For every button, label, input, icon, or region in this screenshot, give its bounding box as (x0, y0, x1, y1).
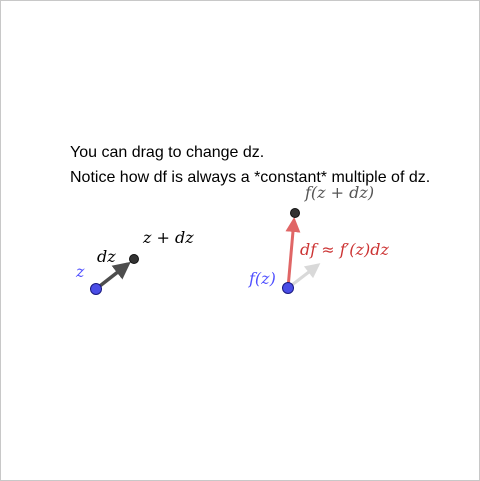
z-plus-dz-point[interactable] (129, 254, 139, 264)
f-z-point[interactable] (282, 282, 294, 294)
ghost-dz-vector (287, 263, 321, 290)
instruction-line-2: Notice how df is always a *constant* mul… (70, 169, 431, 186)
f-z-label: f(z) (248, 269, 276, 288)
instruction-line-1: You can drag to change dz. (70, 144, 265, 161)
f-z-plus-dz-point (290, 208, 300, 218)
f-z-plus-dz-label: f(z + dz) (304, 183, 374, 202)
z-plus-dz-label: z + dz (142, 228, 194, 247)
dz-label: dz (97, 247, 116, 266)
df-vector (285, 217, 301, 289)
dz-vector[interactable] (94, 261, 131, 291)
z-label: z (75, 262, 85, 281)
df-label: df ≈ f′(z)dz (300, 240, 389, 259)
z-point[interactable] (90, 283, 102, 295)
